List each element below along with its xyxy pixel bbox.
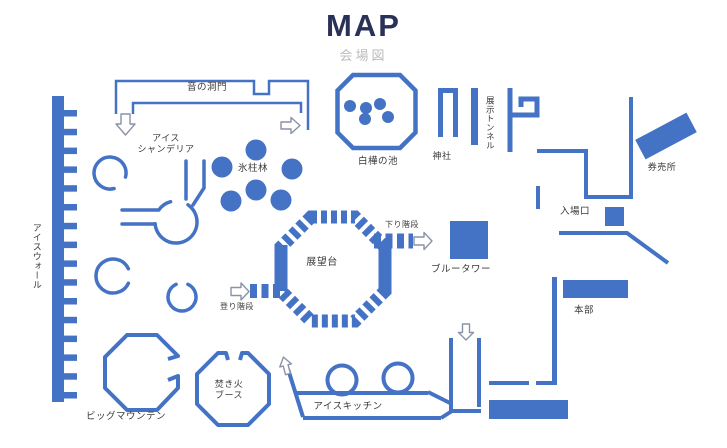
tunnel-exit-right-arrow-icon <box>280 116 301 135</box>
label-exhibit-tunnel: 展示トンネル <box>485 96 496 150</box>
tunnel-exit-down-arrow-icon <box>115 113 136 136</box>
blue-tower-shape <box>450 221 488 259</box>
label-ice-wall: アイスウォール <box>31 222 42 290</box>
bonfire-booth-shape <box>195 351 271 427</box>
ice-kitchen-shape <box>286 361 454 420</box>
label-down-stairs: 下り階段 <box>385 220 419 229</box>
entrance-booth-shape <box>605 207 624 226</box>
ticket-office-shape <box>635 112 697 160</box>
label-headquarters: 本部 <box>573 305 594 316</box>
page-title: MAP <box>326 8 401 43</box>
label-up-stairs: 登り階段 <box>220 302 254 311</box>
label-ice-chandelier: アイス シャンデリア <box>137 133 195 154</box>
up-stairs-arrow-icon <box>230 282 250 301</box>
birch-pond-shape <box>335 72 418 151</box>
ice-wall-shape <box>52 96 77 402</box>
ice-pillar-dot <box>270 189 292 211</box>
label-observation-deck: 展望台 <box>306 257 338 268</box>
label-ice-kitchen: アイスキッチン <box>313 401 383 412</box>
kitchen-up-arrow-icon <box>279 356 293 376</box>
pond-dot <box>360 102 372 114</box>
ice-chandelier-shape <box>92 155 206 313</box>
pond-dot <box>374 98 386 110</box>
ice-pillar-dot <box>245 139 267 161</box>
label-bonfire-booth: 焚き火 ブース <box>214 379 244 400</box>
ice-pillar-dot <box>281 158 303 180</box>
label-ticket-office: 券売所 <box>647 162 677 172</box>
pond-dot <box>359 113 371 125</box>
label-big-mountain: ビッグマウンテン <box>86 411 167 422</box>
label-blue-tower: ブルータワー <box>431 264 492 275</box>
sound-gate-tunnel-shape <box>114 79 310 130</box>
entrance-shape <box>536 149 670 265</box>
shrine-shape <box>438 88 478 145</box>
label-shrine: 神社 <box>432 151 452 161</box>
icicle-forest-shape <box>211 139 303 212</box>
exhibit-tunnel-shape <box>507 88 540 152</box>
label-birch-pond: 白樺の池 <box>357 156 398 167</box>
observation-deck-shape <box>274 210 392 328</box>
pond-dot <box>382 111 394 123</box>
headquarters-shape <box>489 277 628 419</box>
label-entrance: 入場口 <box>559 206 590 217</box>
ice-pillar-dot <box>211 156 233 178</box>
ice-pillar-dot <box>245 179 267 201</box>
down-stairs-arrow-icon <box>413 231 433 251</box>
exit-channel-shape <box>449 338 481 413</box>
label-sound-gate: 音の洞門 <box>186 82 227 93</box>
pond-dot <box>344 100 356 112</box>
label-icicle-forest: 氷柱林 <box>237 163 268 174</box>
channel-down-arrow-icon <box>457 323 475 341</box>
big-mountain-shape <box>103 333 180 412</box>
ice-pillar-dot <box>220 190 242 212</box>
page-subtitle: 会場図 <box>339 48 388 63</box>
